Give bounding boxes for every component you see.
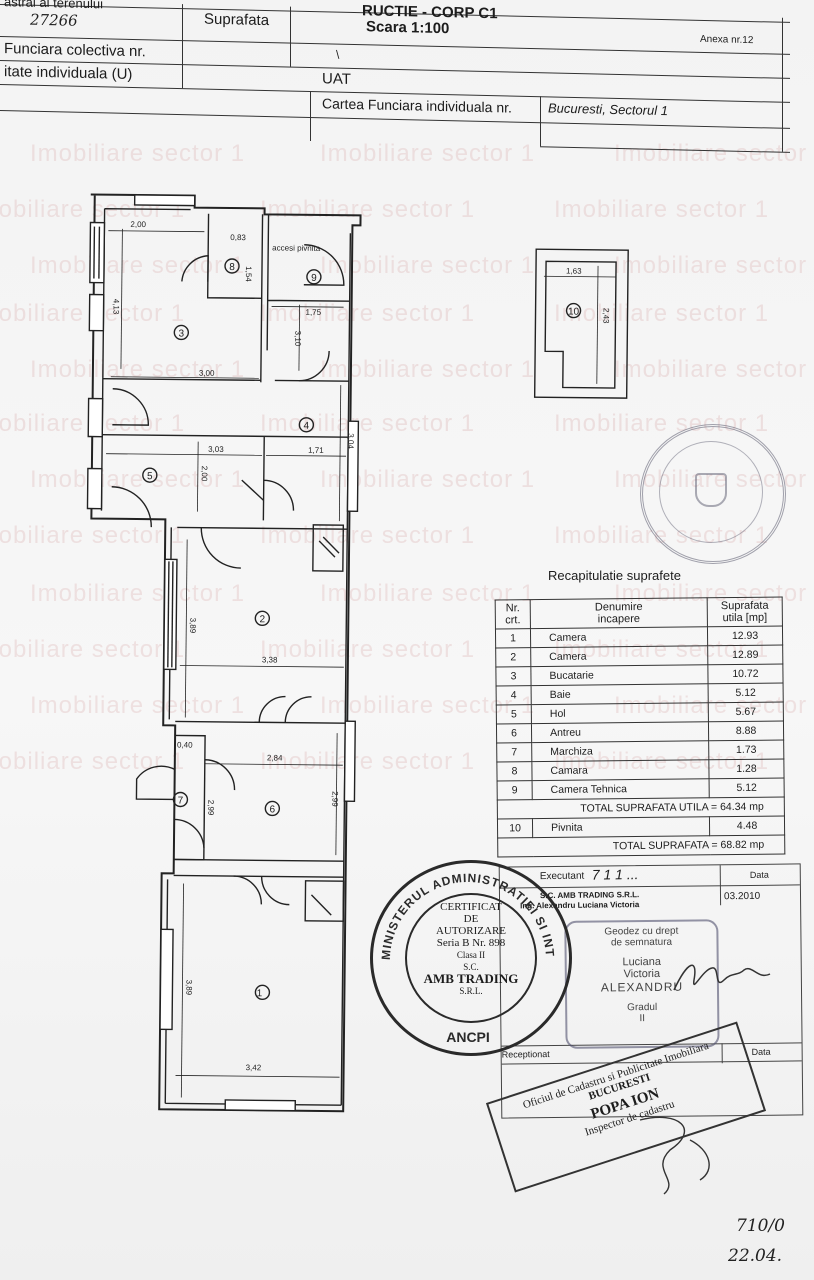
room-number: 4: [304, 421, 310, 432]
dim-label: 0,40: [177, 740, 193, 749]
room-number: 10: [568, 307, 580, 318]
dim-label: 1,54: [244, 266, 253, 282]
date-label: Data: [749, 869, 769, 880]
dim-label: 0,83: [230, 233, 246, 242]
stamp-ring-text: MINISTERUL ADMINISTRATIEI SI INTERNELOR: [370, 860, 556, 960]
dim-label: 2,84: [267, 753, 283, 762]
cert-line: AMB TRADING: [423, 971, 519, 986]
dim-label: 2,99: [330, 791, 339, 807]
col-nr-header: Nr.crt.: [495, 599, 531, 630]
cert-line: AUTORIZARE: [435, 925, 507, 937]
room-number: 3: [178, 328, 184, 339]
room-number: 6: [269, 804, 275, 815]
certificate-stamp: CERTIFICAT DE AUTORIZARE Seria B Nr. 898…: [370, 860, 572, 1056]
cert-line: Seria B Nr. 898: [436, 937, 506, 949]
cert-line: Clasa II: [456, 950, 486, 960]
dim-label: accesi pivnita: [272, 243, 321, 253]
receptionat-label: Receptionat: [501, 1049, 550, 1060]
dim-label: 1,75: [305, 308, 321, 317]
coat-of-arms-icon: [695, 473, 727, 507]
dim-label: 1,63: [566, 266, 582, 275]
dim-label: 3,04: [346, 433, 355, 449]
room-number: 2: [259, 614, 265, 625]
executant-value: 7 1 1 ...: [591, 866, 639, 883]
handwritten-date: 22.04.: [728, 1246, 783, 1266]
total-row: TOTAL SUPRAFATA = 68.82 mp: [497, 834, 785, 857]
dim-label: 3,10: [293, 331, 302, 347]
svg-text:MINISTERUL ADMINISTRATIEI SI I: MINISTERUL ADMINISTRATIEI SI INTERNELOR: [370, 860, 557, 960]
dim-label: 2,00: [200, 466, 209, 482]
dim-label: 3,89: [188, 618, 197, 634]
stamp-ring-bottom: ANCPI: [446, 1029, 490, 1045]
handwritten-number: 710/0: [736, 1216, 785, 1236]
dim-label: 4,13: [112, 299, 121, 315]
dim-label: 2,00: [130, 220, 146, 229]
handwritten-signature: [673, 964, 771, 991]
room-number: 9: [311, 273, 317, 284]
date-value: 03.2010: [723, 890, 761, 903]
room-number: 8: [229, 262, 235, 273]
dim-label: 3,00: [199, 369, 215, 378]
dim-label: 1,71: [308, 446, 324, 455]
cert-line: S.C.: [463, 962, 479, 972]
receptionat-date-label: Data: [751, 1046, 771, 1057]
dim-label: 3,38: [262, 655, 278, 664]
room-number: 1: [257, 988, 263, 999]
cert-line: CERTIFICAT: [440, 901, 502, 913]
cert-line: DE: [463, 913, 479, 925]
dim-label: 3,03: [208, 445, 224, 454]
dim-label: 3,42: [246, 1063, 262, 1072]
room-number: 5: [147, 471, 153, 482]
room-number: 7: [178, 795, 184, 806]
recap-title: Recapitulatie suprafete: [548, 568, 681, 583]
faint-seal-stamp: [640, 424, 786, 564]
cert-line: S.R.L.: [459, 986, 483, 996]
ocpi-signature: [639, 1116, 710, 1195]
dim-label: 2,99: [206, 800, 215, 816]
dim-label: 2,43: [601, 308, 610, 324]
dim-label: 3,89: [184, 980, 193, 996]
